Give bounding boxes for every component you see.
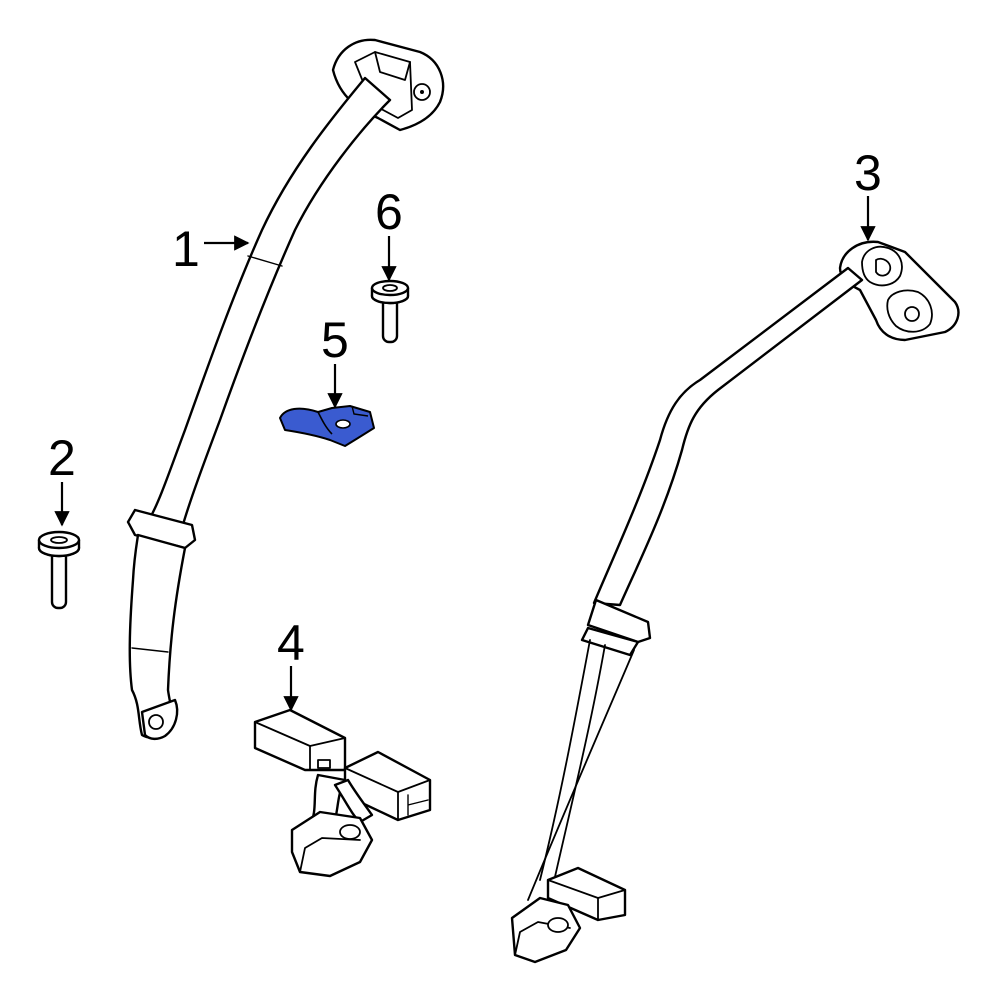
part-2-bolt[interactable] bbox=[37, 530, 81, 610]
part-1-seat-belt-left[interactable] bbox=[126, 38, 445, 741]
part-5-bracket[interactable] bbox=[279, 405, 375, 447]
callout-leaders bbox=[54, 196, 876, 712]
callout-6: 6 bbox=[375, 184, 403, 240]
callout-1: 1 bbox=[172, 221, 200, 277]
callout-5: 5 bbox=[321, 312, 349, 368]
callout-3: 3 bbox=[854, 145, 882, 201]
part-6-bolt[interactable] bbox=[370, 279, 410, 344]
part-4-buckle-assembly[interactable] bbox=[253, 708, 432, 878]
callout-labels: 1 2 3 4 5 6 bbox=[48, 145, 882, 671]
callout-4: 4 bbox=[277, 615, 305, 671]
part-3-seat-belt-right[interactable] bbox=[510, 240, 960, 964]
callout-2: 2 bbox=[48, 430, 76, 486]
